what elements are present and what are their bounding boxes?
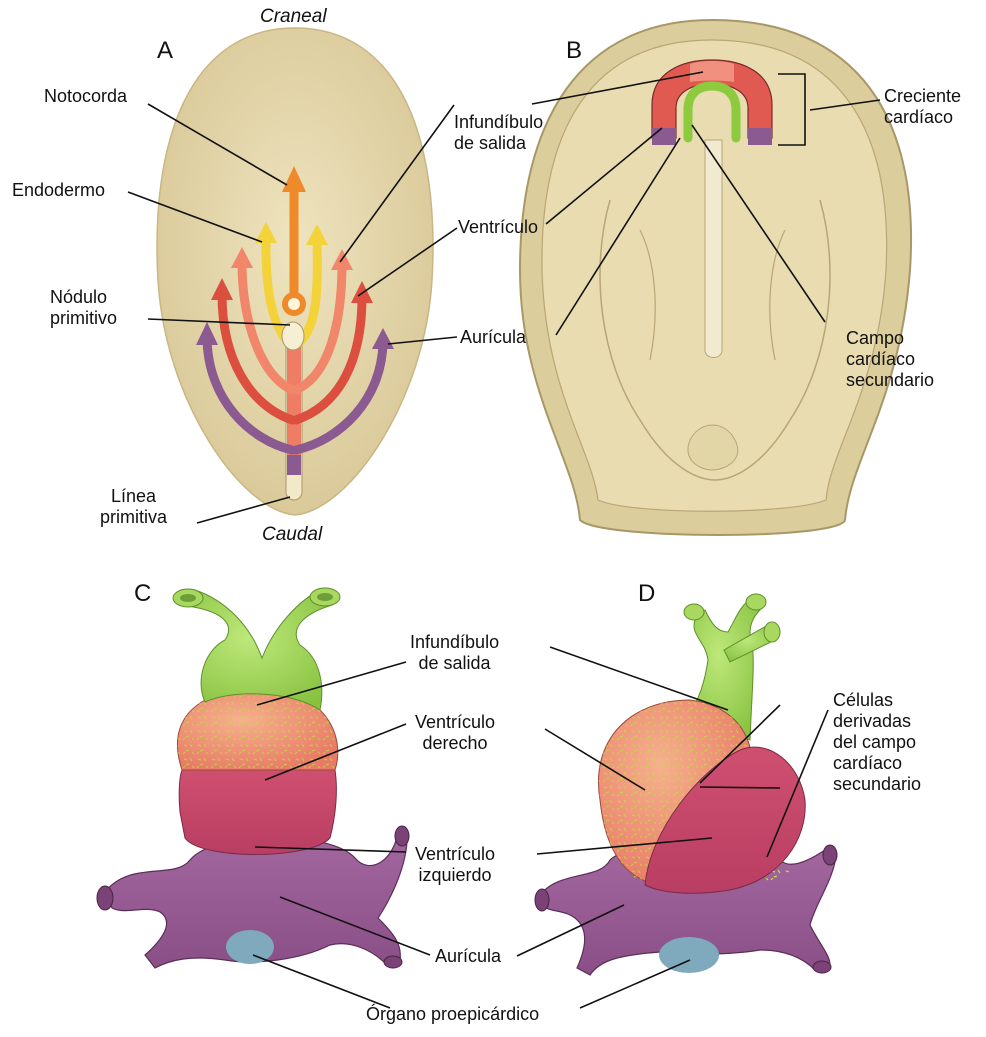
shf-derived-cells-label-line5: secundario (833, 774, 921, 795)
cranial-label: Craneal (260, 6, 327, 28)
shf-derived-cells-label-line2: derivadas (833, 711, 921, 732)
notochord-label: Notocorda (44, 86, 127, 107)
ventricle-label-ab: Ventrículo (458, 217, 538, 238)
atrium-label-cd: Aurícula (435, 946, 501, 967)
panel-label-d: D (638, 580, 655, 608)
right-ventricle-label-line1: Ventrículo (415, 712, 495, 733)
outflow-tract-label-cd-line2: de salida (410, 653, 499, 674)
shf-derived-cells-label-line1: Células (833, 690, 921, 711)
left-ventricle-label: Ventrículo izquierdo (415, 844, 495, 886)
cardiac-crescent-label: Creciente cardíaco (884, 86, 961, 128)
shf-derived-cells-label-line4: cardíaco (833, 753, 921, 774)
shf-derived-cells-label-line3: del campo (833, 732, 921, 753)
right-ventricle-label-line2: derecho (415, 733, 495, 754)
primitive-streak-label: Línea primitiva (100, 486, 167, 528)
panel-c-heart (97, 588, 409, 968)
primitive-node-label-line1: Nódulo (50, 287, 117, 308)
outflow-tract-label-ab-line2: de salida (454, 133, 543, 154)
outflow-tract-label-cd: Infundíbulo de salida (410, 632, 499, 674)
left-ventricle-label-line1: Ventrículo (415, 844, 495, 865)
panel-label-b: B (566, 37, 582, 65)
panel-label-a: A (157, 37, 173, 65)
primitive-node-label: Nódulo primitivo (50, 287, 117, 329)
primitive-streak-label-line2: primitiva (100, 507, 167, 528)
primitive-node-label-line2: primitivo (50, 308, 117, 329)
shf-derived-cells-label: Células derivadas del campo cardíaco sec… (833, 690, 921, 795)
outflow-tract-label-ab-line1: Infundíbulo (454, 112, 543, 133)
outflow-tract-label-cd-line1: Infundíbulo (410, 632, 499, 653)
caudal-label: Caudal (262, 524, 322, 546)
right-ventricle-label: Ventrículo derecho (415, 712, 495, 754)
panel-label-c: C (134, 580, 151, 608)
second-heart-field-label-line3: secundario (846, 370, 934, 391)
atrium-label-ab: Aurícula (460, 327, 526, 348)
second-heart-field-label-line1: Campo (846, 328, 934, 349)
second-heart-field-label-line2: cardíaco (846, 349, 934, 370)
cardiac-crescent-label-line2: cardíaco (884, 107, 961, 128)
proepicardial-organ-label: Órgano proepicárdico (366, 1004, 539, 1025)
cardiac-crescent-label-line1: Creciente (884, 86, 961, 107)
endoderm-label: Endodermo (12, 180, 105, 201)
outflow-tract-label-ab: Infundíbulo de salida (454, 112, 543, 154)
second-heart-field-label: Campo cardíaco secundario (846, 328, 934, 391)
panel-b-embryo (520, 20, 911, 535)
panel-d-heart (535, 594, 837, 975)
primitive-streak-label-line1: Línea (100, 486, 167, 507)
left-ventricle-label-line2: izquierdo (415, 865, 495, 886)
